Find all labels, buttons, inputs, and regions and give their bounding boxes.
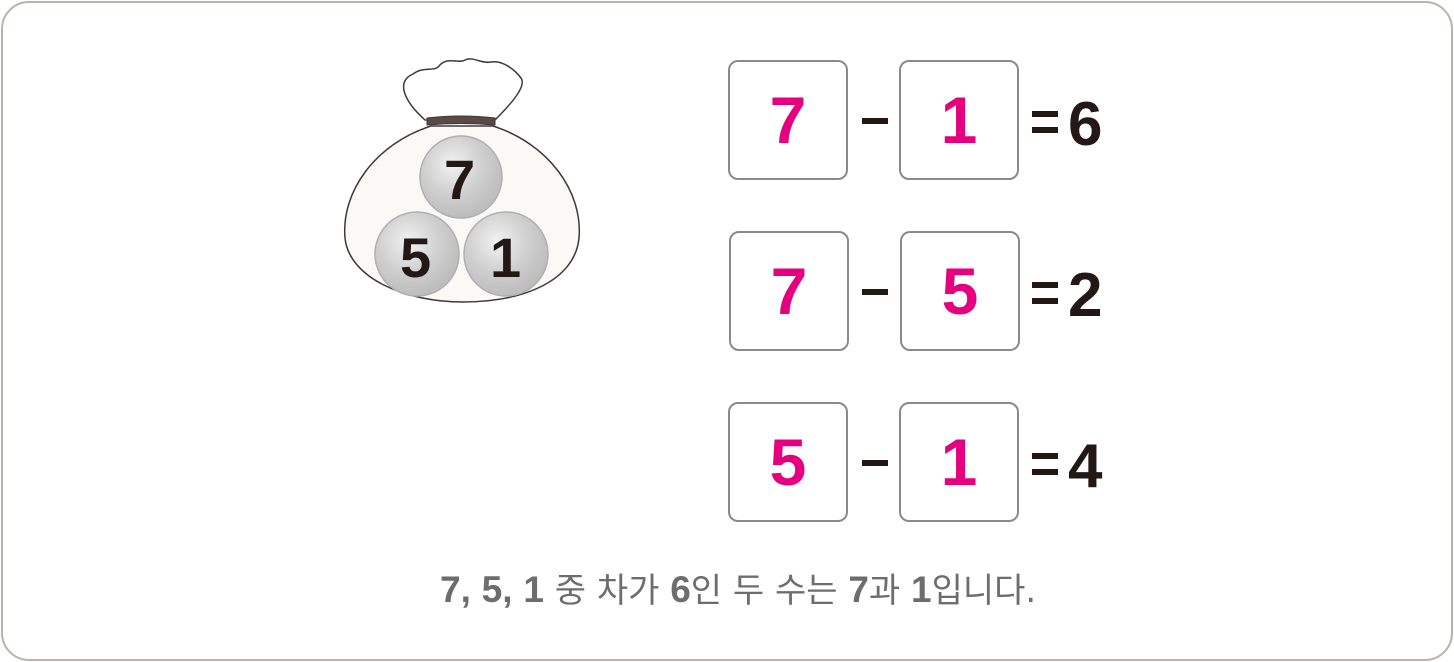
equals-sign bbox=[1032, 282, 1058, 304]
minus-sign bbox=[862, 289, 888, 295]
ball-number: 1 bbox=[490, 226, 522, 289]
result-value: 4 bbox=[1068, 432, 1103, 501]
result-value: 6 bbox=[1068, 90, 1103, 159]
number-card: 5 bbox=[728, 402, 848, 522]
number-card: 7 bbox=[729, 231, 849, 351]
bag-icon bbox=[343, 58, 581, 303]
equals-sign bbox=[1032, 453, 1058, 475]
minus-sign bbox=[862, 118, 888, 124]
number-card: 7 bbox=[728, 60, 848, 180]
number-card: 1 bbox=[899, 60, 1019, 180]
ball-number: 5 bbox=[400, 226, 432, 289]
ball-number: 7 bbox=[444, 148, 476, 211]
answer-sentence: 7, 5, 1 중 차가 6인 두 수는 7과 1입니다. bbox=[440, 569, 1037, 611]
bag-illustration: 7 5 1 bbox=[335, 52, 595, 312]
number-card: 1 bbox=[899, 402, 1019, 522]
minus-sign bbox=[862, 460, 888, 466]
equals-sign bbox=[1032, 111, 1058, 133]
number-card: 5 bbox=[900, 231, 1020, 351]
result-value: 2 bbox=[1068, 261, 1103, 330]
